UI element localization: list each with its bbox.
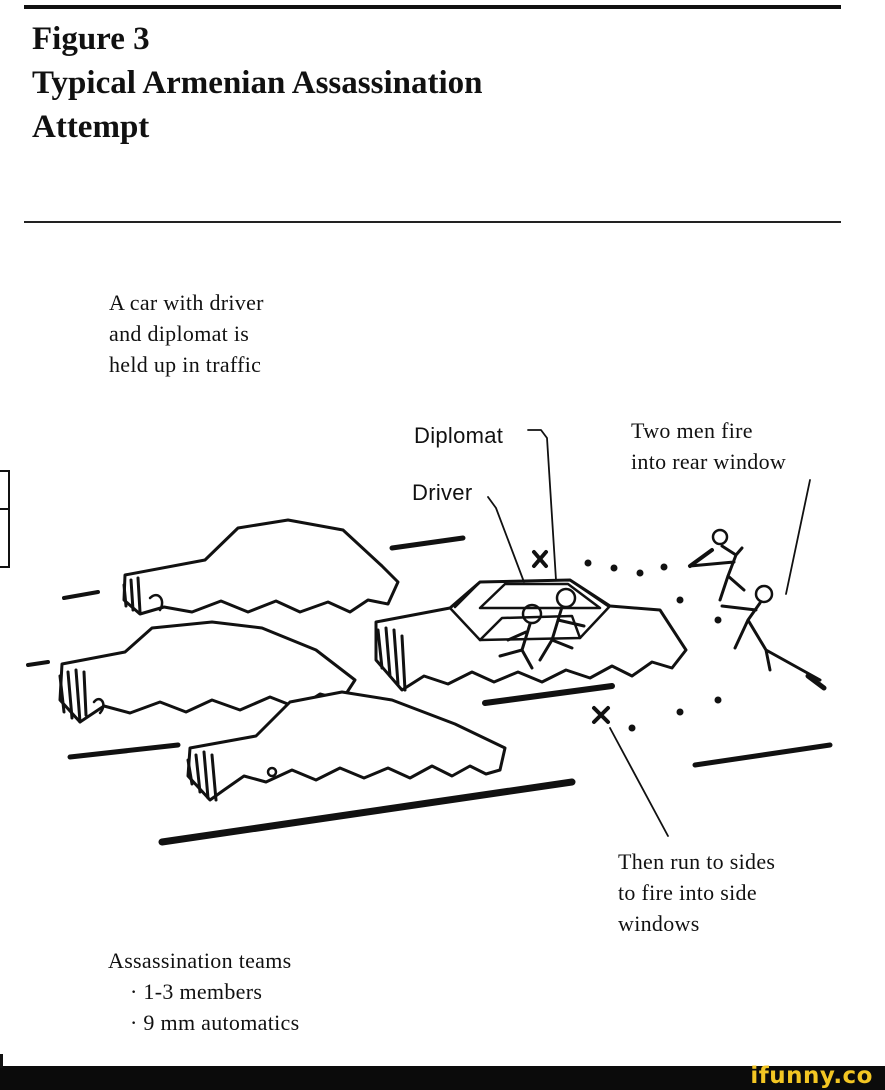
parked-car-middle (58, 620, 357, 724)
position-marks (532, 550, 610, 724)
title-rule (24, 221, 841, 223)
figure-title-line-3: Attempt (32, 109, 150, 145)
watermark-logo: ifunny.co (750, 1063, 873, 1089)
car-caption-line: held up in traffic (109, 352, 262, 377)
two-men-label: Two men fire into rear window (631, 415, 786, 477)
teams-line: · 9 mm automatics (130, 1010, 300, 1035)
car-caption: A car with driver and diplomat is held u… (109, 287, 264, 380)
figure-title-line-1: Figure 3 (32, 21, 150, 57)
teams-line: · 1-3 members (130, 979, 263, 1004)
parked-car-rear (122, 518, 400, 616)
top-rule (24, 5, 841, 9)
then-run-line: to fire into side (618, 880, 757, 905)
target-car (374, 578, 688, 692)
car-caption-line: A car with driver (109, 290, 264, 315)
firing-paths (584, 559, 722, 732)
leader-lines (487, 429, 811, 837)
diplomat-label: Diplomat (414, 423, 504, 448)
watermark-bar (0, 1054, 885, 1090)
teams-label: Assassination teams · 1-3 members · 9 mm… (108, 945, 299, 1038)
then-run-label: Then run to sides to fire into side wind… (618, 846, 775, 939)
bar-edge-mark (0, 1054, 3, 1068)
two-men-line: into rear window (631, 449, 787, 474)
parked-car-front (186, 690, 507, 802)
then-run-line: Then run to sides (618, 849, 776, 874)
shooters (688, 528, 827, 691)
figure-title-line-2: Typical Armenian Assassination (32, 65, 483, 101)
car-caption-line: and diplomat is (109, 321, 250, 346)
left-edge-mark (0, 508, 10, 568)
teams-line: Assassination teams (108, 948, 292, 973)
driver-label: Driver (412, 480, 473, 505)
two-men-line: Two men fire (631, 418, 753, 443)
lane-markings (26, 535, 833, 846)
then-run-line: windows (618, 911, 700, 936)
